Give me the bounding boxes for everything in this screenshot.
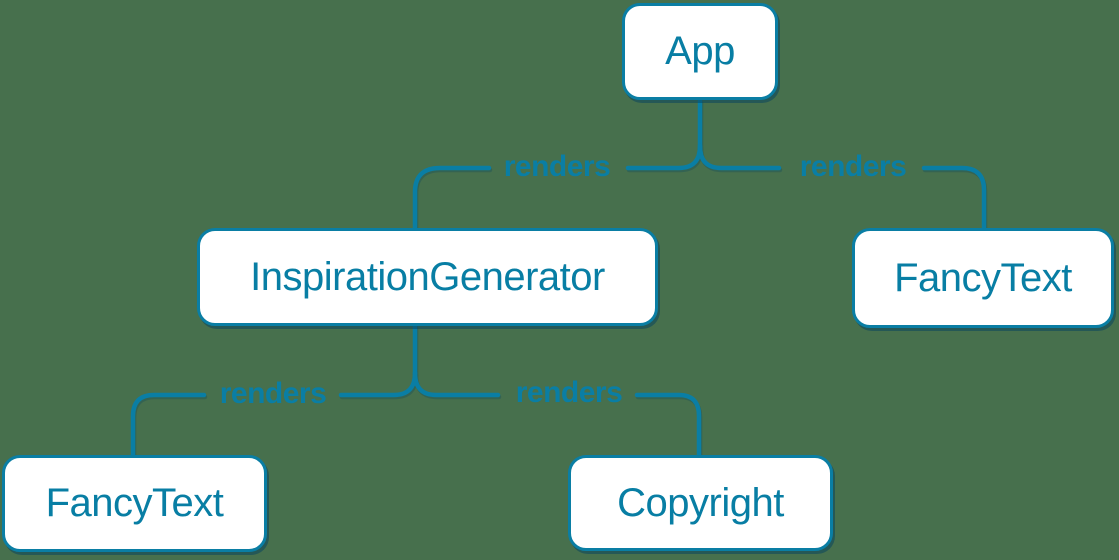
node-copyright: Copyright — [568, 455, 833, 551]
edge-inspirationgenerator-copyright-2 — [634, 392, 702, 459]
node-fancy-text-top: FancyText — [852, 228, 1114, 328]
edge-label-app-fancytext: renders — [799, 150, 907, 183]
edge-app-fancytext — [697, 143, 782, 171]
edge-app-fancytext-2 — [921, 165, 987, 232]
node-fancy-text-bottom: FancyText — [2, 455, 267, 552]
node-app: App — [622, 3, 778, 100]
edge-app-inspirationgenerator — [625, 143, 703, 171]
node-fancy-text-bottom-label: FancyText — [45, 481, 224, 525]
edge-label-inspirationgenerator-copyright: renders — [515, 376, 623, 409]
edge-app-inspirationgenerator-2 — [412, 165, 492, 232]
edge-label-inspirationgenerator-fancytext: renders — [219, 377, 327, 410]
edge-label-app-inspirationgenerator: renders — [503, 150, 611, 183]
edge-inspirationgenerator-copyright — [412, 370, 501, 398]
node-inspiration-generator: InspirationGenerator — [197, 228, 658, 326]
node-app-label: App — [665, 29, 735, 73]
node-fancy-text-top-label: FancyText — [894, 255, 1072, 300]
edge-inspirationgenerator-fancytext — [338, 370, 418, 398]
edge-inspirationgenerator-fancytext-2 — [130, 392, 207, 459]
node-inspiration-generator-label: InspirationGenerator — [250, 254, 605, 299]
node-copyright-label: Copyright — [617, 480, 784, 525]
